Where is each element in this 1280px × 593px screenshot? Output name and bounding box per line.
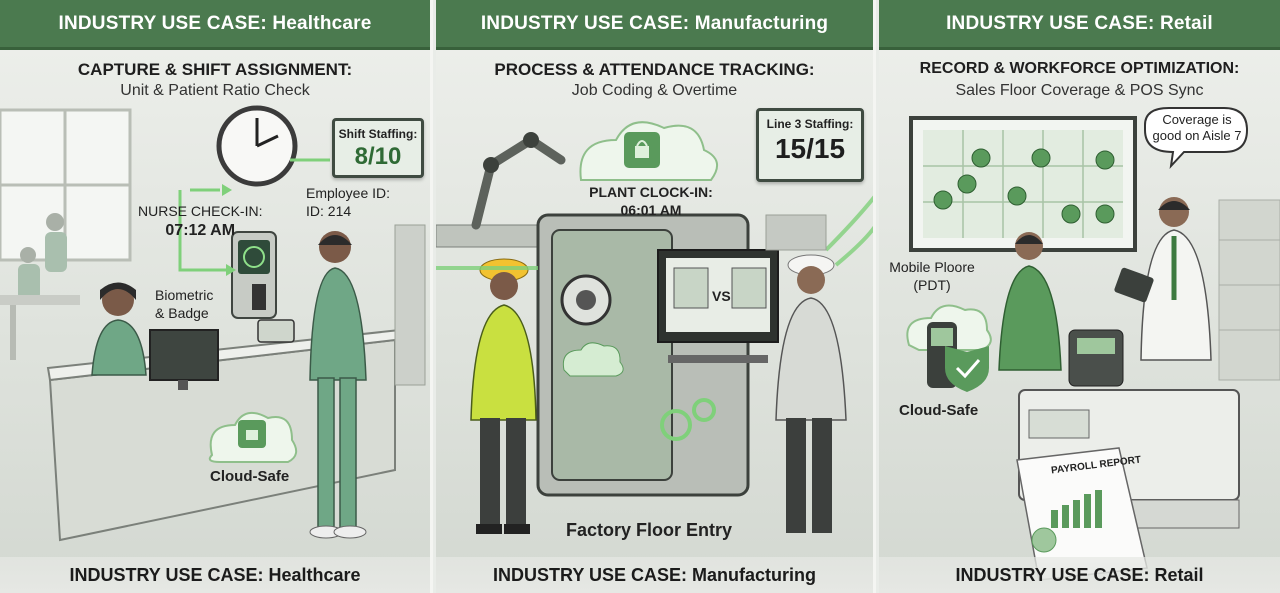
clockin-caption: PLANT CLOCK-IN: <box>589 184 713 200</box>
nurse-checkin-label: NURSE CHECK-IN: 07:12 AM <box>138 203 262 241</box>
panel-subtitle: Sales Floor Coverage & POS Sync <box>955 82 1204 99</box>
biometric-badge-label: Biometric & Badge <box>155 287 214 321</box>
panel-title: RECORD & WORKFORCE OPTIMIZATION: <box>919 60 1240 77</box>
panel-header: INDUSTRY USE CASE: Healthcare <box>0 0 430 50</box>
board-label: Shift Staffing: <box>338 127 418 141</box>
line-staffing-board: Line 3 Staffing: 15/15 <box>756 108 864 182</box>
panel-title: PROCESS & ATTENDANCE TRACKING: <box>494 60 815 79</box>
employee-caption: Employee ID: <box>306 185 391 201</box>
factory-floor-label: Factory Floor Entry <box>566 520 733 540</box>
employee-id-label: Employee ID: ID: 214 <box>306 185 390 220</box>
healthcare-scene <box>0 105 426 542</box>
speech-bubble-text: Coverage is good on Aisle 7 <box>1152 112 1242 144</box>
checkin-time: 07:12 AM <box>165 221 236 239</box>
vs-label: VS <box>712 288 731 304</box>
retail-panel: INDUSTRY USE CASE: Retail RECORD & WORKF… <box>879 0 1280 593</box>
panel-subtitle: Job Coding & Overtime <box>571 82 738 99</box>
board-label: Line 3 Staffing: <box>766 117 854 131</box>
panel-header: INDUSTRY USE CASE: Retail <box>879 0 1280 50</box>
cloud-safe-label: Cloud-Safe <box>899 402 979 419</box>
panel-subtitle: Unit & Patient Ratio Check <box>120 82 310 99</box>
panel-footer: INDUSTRY USE CASE: Retail <box>879 557 1280 593</box>
manufacturing-scene <box>436 121 873 534</box>
employee-id-value: ID: 214 <box>306 202 352 219</box>
retail-scene <box>906 107 1280 581</box>
shift-staffing-board: Shift Staffing: 8/10 <box>332 118 424 178</box>
cloud-safe-label: Cloud-Safe <box>210 468 290 485</box>
board-value: 15/15 <box>774 133 846 164</box>
panel-footer: INDUSTRY USE CASE: Healthcare <box>0 557 430 593</box>
board-value: 8/10 <box>354 143 402 170</box>
panel-header: INDUSTRY USE CASE: Manufacturing <box>436 0 873 50</box>
checkin-caption: NURSE CHECK-IN: <box>138 203 263 219</box>
panel-title: CAPTURE & SHIFT ASSIGNMENT: <box>77 60 353 79</box>
plant-clockin-label: PLANT CLOCK-IN: 06:01 AM <box>586 184 716 219</box>
mobile-device-label: Mobile Ploore (PDT) <box>889 259 975 293</box>
healthcare-panel: INDUSTRY USE CASE: Healthcare CAPTURE & … <box>0 0 433 593</box>
manufacturing-panel: INDUSTRY USE CASE: Manufacturing PROCESS… <box>436 0 876 593</box>
clockin-time: 06:01 AM <box>620 201 682 218</box>
panel-footer: INDUSTRY USE CASE: Manufacturing <box>436 557 873 593</box>
